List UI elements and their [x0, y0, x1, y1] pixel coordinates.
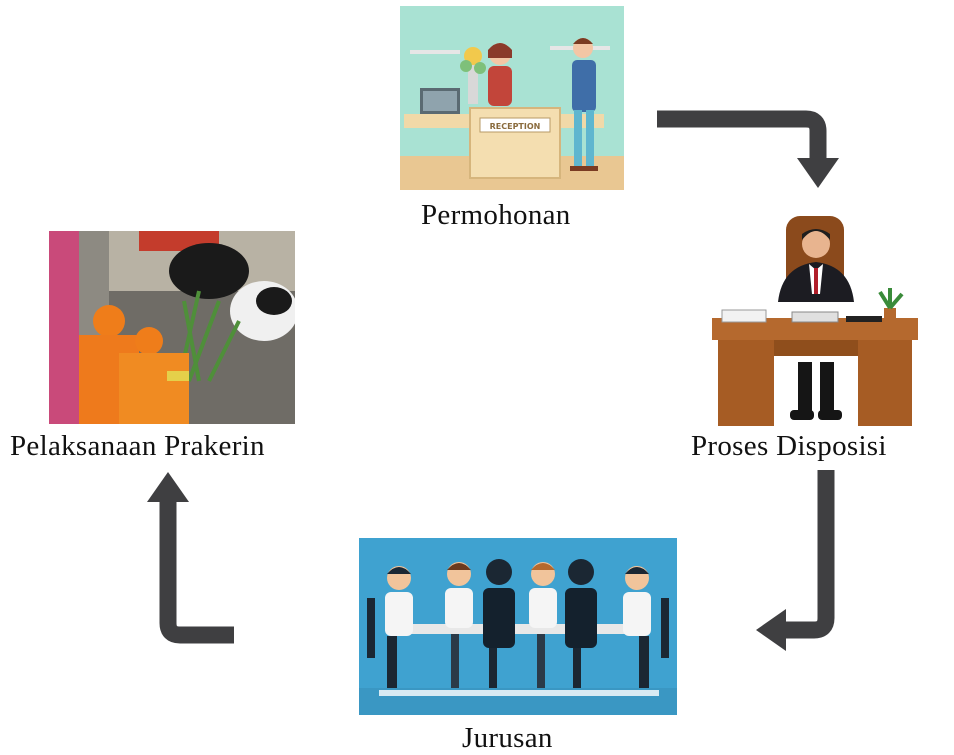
svg-text:RECEPTION: RECEPTION [490, 122, 541, 131]
step-label-jurusan: Jurusan [462, 722, 553, 754]
step-label-disposisi: Proses Disposisi [691, 430, 887, 462]
step-label-permohonan: Permohonan [421, 199, 571, 231]
businessman-image [712, 212, 918, 430]
arrowhead-left [756, 609, 786, 651]
meeting-image [359, 538, 677, 715]
prakerin-photo [49, 231, 295, 424]
reception-image: RECEPTION [400, 6, 624, 190]
arrow-disposisi-to-jurusan [784, 470, 835, 639]
arrowhead-down [797, 158, 839, 188]
arrow-permohonan-to-disposisi [657, 110, 827, 160]
step-label-prakerin: Pelaksanaan Prakerin [10, 430, 265, 462]
arrow-jurusan-to-prakerin [159, 500, 234, 644]
arrowhead-up [147, 472, 189, 502]
